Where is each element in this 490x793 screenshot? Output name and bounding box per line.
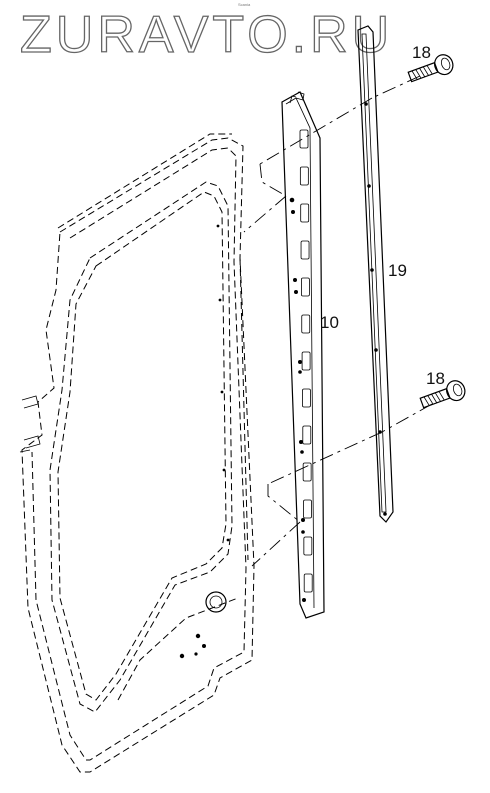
hinge-knuckle (299, 129, 309, 149)
hinge-knuckle (302, 388, 311, 408)
source-tag: Scania (238, 2, 251, 7)
hinge-rail (281, 91, 325, 619)
callout-19: 19 (388, 261, 407, 280)
hinge-knuckle (300, 240, 310, 260)
hinge-knuckle (299, 166, 309, 186)
callout-18-top: 18 (412, 43, 431, 62)
hinge-knuckle (303, 573, 313, 593)
hinge-knuckle (300, 203, 310, 223)
hinge-knuckle (301, 351, 311, 371)
watermark-text: ZURAVTO.RU (20, 6, 393, 64)
bolt-icon (407, 54, 454, 83)
hinge-knuckle (301, 314, 311, 334)
door-panel (19, 133, 255, 773)
hinge-knuckle (303, 499, 312, 519)
bolt-icon (419, 380, 466, 409)
seal-strip (357, 25, 394, 523)
hinge-knuckle (303, 536, 313, 556)
assembly-lines (243, 75, 433, 567)
hinge-knuckle (300, 277, 310, 297)
callout-18-bottom: 18 (426, 369, 445, 388)
hinge-knuckle (302, 462, 312, 482)
hinge-knuckle (302, 425, 312, 445)
callout-10: 10 (320, 313, 339, 332)
